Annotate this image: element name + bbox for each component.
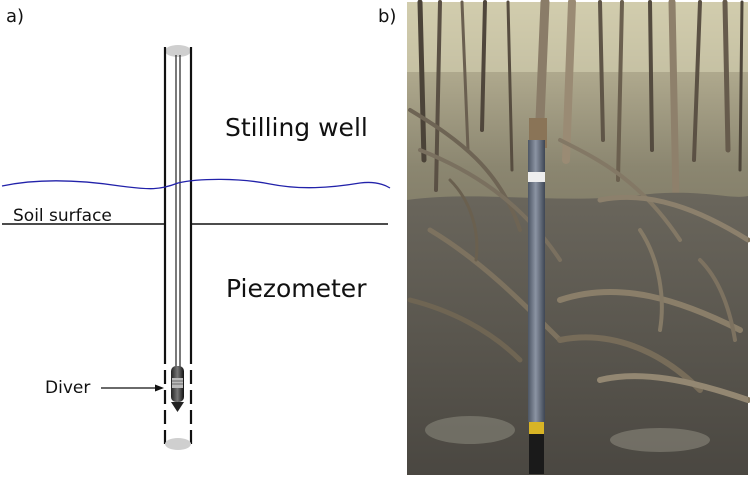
- diver-arrow: [101, 384, 164, 392]
- panel-b-photo: [407, 0, 750, 475]
- stilling-well-tube: [163, 47, 193, 228]
- panel-a-label: a): [6, 6, 24, 27]
- diver-sensor-icon: [171, 366, 184, 412]
- diver-label: Diver: [45, 378, 90, 398]
- panel-a: a) Stilling well S: [1, 6, 396, 450]
- diver-cable: [175, 55, 181, 368]
- piezometer-tube: [163, 228, 193, 444]
- mangrove-trunks: [417, 0, 744, 204]
- water-surface-line: [1, 178, 391, 190]
- stilling-well-label: Stilling well: [225, 113, 368, 142]
- water-puddle-2: [610, 428, 710, 452]
- mud-ground: [407, 192, 748, 475]
- panel-b-label: b): [378, 6, 396, 27]
- bottom-cap: [165, 438, 191, 450]
- piezometer-pipe: [528, 140, 545, 474]
- soil-surface-label: Soil surface: [13, 206, 112, 226]
- top-cap: [165, 45, 191, 57]
- aerial-roots: [407, 108, 750, 403]
- piezometer-label: Piezometer: [226, 274, 367, 303]
- water-puddle: [425, 416, 515, 444]
